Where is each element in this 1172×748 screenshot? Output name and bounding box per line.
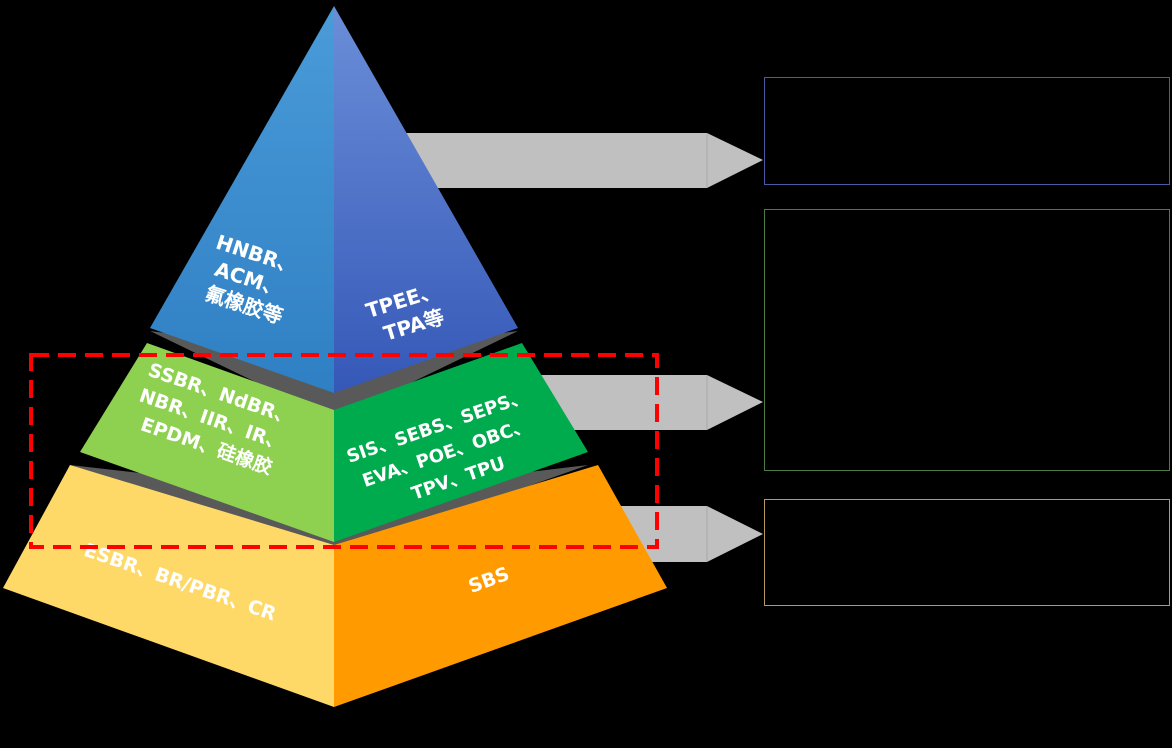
middle-tier-left-face: [80, 343, 334, 542]
info-box-top: [764, 77, 1170, 185]
info-box-bottom: [764, 499, 1170, 606]
top-tier: [150, 6, 518, 393]
arrow-middle: [515, 375, 763, 430]
middle-tier-right-face: [334, 343, 588, 542]
bottom-tier-right-face: [334, 465, 667, 707]
top-tier-right-face: [334, 6, 518, 393]
highlight-dashed-frame: [29, 353, 659, 549]
info-box-middle: [764, 209, 1170, 471]
top-tier-left-face: [150, 6, 334, 393]
bottom-tier-left-face: [3, 465, 334, 707]
arrow-top: [390, 133, 763, 188]
